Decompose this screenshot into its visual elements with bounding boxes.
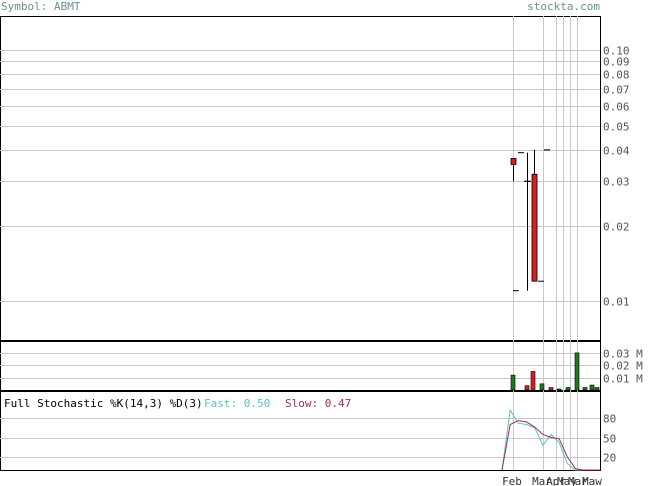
candle-body [510,158,517,165]
stochastic-panel-frame [0,391,601,471]
price-tick-label: 0.07 [603,84,630,97]
slow-label: Slow: 0.47 [285,397,351,410]
volume-bar [574,352,580,391]
volume-bar [589,384,595,391]
volume-bar [510,374,516,391]
volume-bar [565,387,571,391]
stochastic-tick-label: 20 [603,452,616,465]
price-tick-label: 0.05 [603,121,630,134]
fast-label: Fast: 0.50 [204,397,270,410]
volume-tick-label: 0.01 M [603,373,643,386]
price-tick-label: 0.06 [603,101,630,114]
x-tick-label: Mar [568,475,588,486]
stochastic-tick-label: 50 [603,433,616,446]
price-tick-label: 0.10 [603,45,630,58]
price-tick-label: 0.03 [603,176,630,189]
price-tick-label: 0.04 [603,145,630,158]
brand-label: stockta.com [527,0,600,13]
price-tick-label: 0.08 [603,69,630,82]
x-tick-label: Mar [532,475,552,486]
volume-tick-label: 0.02 M [603,360,643,373]
price-tick-label: 0.01 [603,296,630,309]
volume-bar [582,387,588,391]
symbol-label: Symbol: ABMT [1,0,81,13]
fast-line [501,408,600,471]
x-tick-label: May [557,475,577,486]
x-tick-label: Maw [582,475,602,486]
volume-bar [594,387,600,391]
slow-line [501,420,600,471]
stochastic-title: Full Stochastic %K(14,3) %D(3) [4,397,203,410]
candle-body [531,173,538,282]
volume-bar [548,387,554,391]
volume-bar [530,371,536,391]
price-tick-label: 0.09 [603,56,630,69]
stochastic-tick-label: 80 [603,413,616,426]
price-tick-label: 0.02 [603,221,630,234]
volume-bar [524,385,530,391]
x-tick-label: Apr [546,475,566,486]
price-panel-frame [0,16,601,341]
x-tick-label: Feb [502,475,522,486]
volume-tick-label: 0.03 M [603,348,643,361]
volume-bar [539,383,545,391]
volume-bar [556,388,562,391]
